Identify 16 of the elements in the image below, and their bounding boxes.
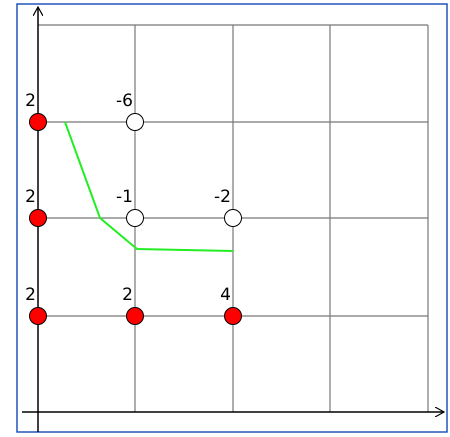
point-value: -6	[115, 93, 133, 110]
filled-point	[29, 209, 47, 227]
open-point	[126, 113, 144, 131]
point-value: 2	[24, 287, 36, 304]
filled-point	[29, 307, 47, 325]
open-point	[224, 209, 242, 227]
point-value: 4	[219, 287, 231, 304]
point-value: 2	[24, 189, 36, 206]
point-value: 2	[121, 287, 133, 304]
point-value: 2	[24, 93, 36, 110]
point-value: -1	[115, 189, 133, 206]
open-point	[126, 209, 144, 227]
filled-point	[29, 113, 47, 131]
filled-point	[126, 307, 144, 325]
point-value: -2	[213, 189, 231, 206]
filled-point	[224, 307, 242, 325]
